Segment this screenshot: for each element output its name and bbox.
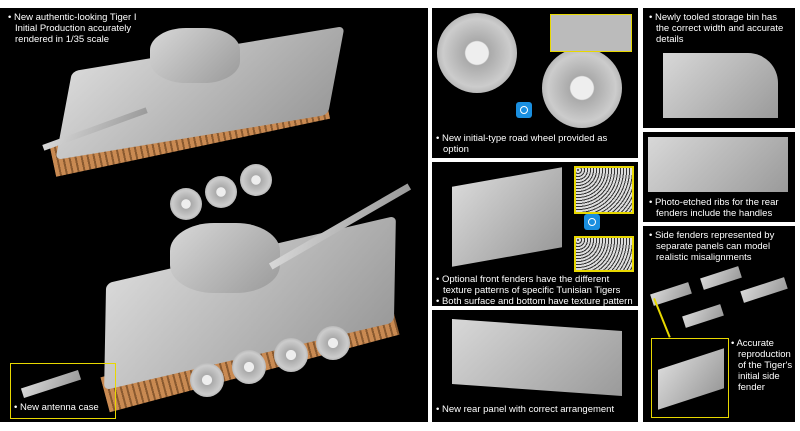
main-tank-panel: New authentic-looking Tiger I Initial Pr…	[0, 8, 428, 422]
front-fenders-caption: Optional front fenders have the differen…	[436, 274, 636, 296]
texture-detail-callout	[574, 166, 634, 214]
rear-panel-image	[452, 319, 622, 396]
side-fenders-caption: Side fenders represented by separate pan…	[649, 230, 789, 263]
road-wheel-caption: New initial-type road wheel provided as …	[436, 133, 631, 155]
road-wheel-detail-callout	[550, 14, 632, 52]
ribs-caption: Photo-etched ribs for the rear fenders i…	[649, 197, 789, 219]
option-badge-icon	[584, 214, 600, 230]
option-badge-icon	[516, 102, 532, 118]
fender-panel-image	[740, 277, 788, 303]
front-fenders-panel: Optional front fenders have the differen…	[432, 162, 638, 306]
texture-detail-callout	[574, 236, 634, 272]
fender-panel-image	[682, 304, 724, 328]
side-fenders-panel: Side fenders represented by separate pan…	[643, 226, 795, 422]
rear-panel-panel: New rear panel with correct arrangement	[432, 310, 638, 422]
fender-panel-image	[700, 266, 742, 290]
side-fender-detail-caption: Accurate reproduction of the Tiger's ini…	[731, 338, 793, 393]
rear-fender-ribs-image	[648, 137, 788, 192]
intro-caption: New authentic-looking Tiger I Initial Pr…	[8, 12, 138, 45]
rear-panel-caption: New rear panel with correct arrangement	[436, 404, 636, 415]
road-wheel-panel: New initial-type road wheel provided as …	[432, 8, 638, 158]
front-fender-image	[452, 167, 562, 267]
storage-bin-caption: Newly tooled storage bin has the correct…	[649, 12, 789, 45]
storage-bin-panel: Newly tooled storage bin has the correct…	[643, 8, 795, 128]
front-fenders-caption: Both surface and bottom have texture pat…	[436, 296, 636, 306]
antenna-case-callout: New antenna case	[10, 363, 116, 419]
side-fender-detail-callout	[651, 338, 729, 418]
road-wheel-image	[437, 13, 517, 93]
antenna-caption: New antenna case	[14, 402, 99, 413]
ribs-panel: Photo-etched ribs for the rear fenders i…	[643, 132, 795, 222]
storage-bin-image	[663, 53, 778, 118]
road-wheel-image	[542, 48, 622, 128]
